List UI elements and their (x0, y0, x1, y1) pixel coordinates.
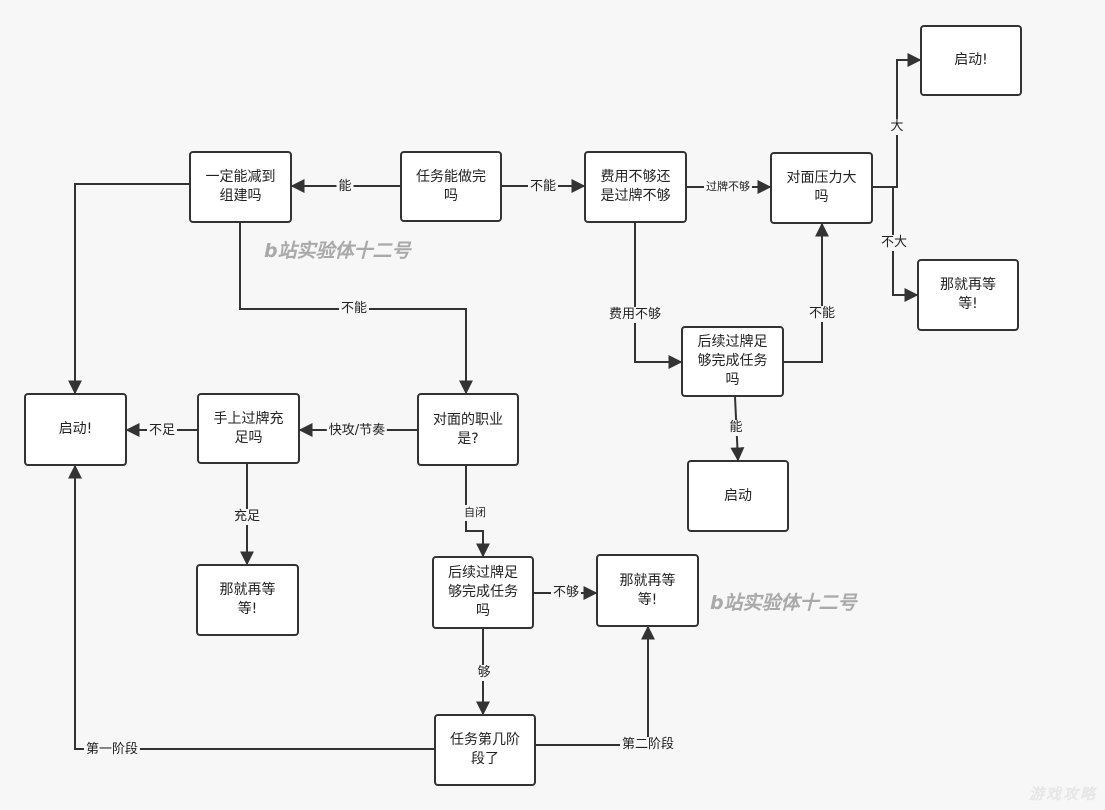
watermark-text-1: b站实验体十二号 (264, 240, 411, 262)
edge-label-not-enough-draw: 过牌不够 (704, 179, 752, 195)
edge-pressure-to-wait (892, 187, 919, 302)
edge-costcards-to-laterdraw (634, 223, 683, 369)
edge-label-big: 大 (888, 119, 906, 135)
edge-reduce-to-launchleft (68, 183, 189, 395)
node-wait-left: 那就再等 等! (196, 564, 299, 636)
edge-label-cannot-3: 不能 (338, 301, 370, 317)
edge-label-can: 能 (336, 179, 354, 195)
node-launch-top: 启动! (920, 25, 1022, 96)
edge-label-fast-tempo: 快攻/节奏 (326, 423, 388, 439)
edge-label-cannot-2: 不能 (806, 306, 838, 322)
corner-watermark-logo: 游戏攻略 (1028, 785, 1097, 803)
edge-label-stage-one: 第一阶段 (83, 742, 141, 758)
node-later-draw-center: 后续过牌足 够完成任务 吗 (432, 556, 534, 629)
edge-stage-to-launchleft (68, 464, 434, 750)
edge-stage-to-waitright (536, 625, 655, 746)
edge-label-not-enough-cost: 费用不够 (606, 307, 664, 323)
edge-label-insufficient: 不足 (146, 423, 178, 439)
node-cost-or-cards: 费用不够还 是过牌不够 (584, 151, 687, 223)
edge-label-autistic: 自闭 (462, 505, 488, 521)
node-later-draw-right: 后续过牌足 够完成任务 吗 (681, 326, 784, 397)
node-opp-pressure: 对面压力大 吗 (770, 152, 873, 224)
node-launch-mid-right: 启动 (687, 460, 789, 532)
node-task-finish: 任务能做完 吗 (400, 151, 502, 222)
node-wait-top-right: 那就再等 等! (917, 259, 1019, 331)
node-wait-center-right: 那就再等 等! (596, 554, 699, 627)
edge-label-stage-two: 第二阶段 (619, 737, 677, 753)
watermark-text-2: b站实验体十二号 (710, 592, 857, 614)
edge-label-cannot-1: 不能 (527, 179, 559, 195)
node-hand-draw-enough: 手上过牌充 足吗 (197, 393, 300, 464)
edge-label-not-enough: 不够 (550, 585, 582, 601)
edge-label-not-big: 不大 (878, 235, 910, 251)
edge-laterdraw-to-pressure (783, 222, 829, 363)
edge-oppclass-to-laterdraw (465, 466, 490, 558)
node-launch-left: 启动! (24, 393, 127, 466)
node-opp-class: 对面的职业 是? (417, 393, 519, 466)
node-task-stage: 任务第几阶 段了 (434, 714, 536, 786)
node-guaranteed-reduce: 一定能减到 组建吗 (189, 151, 292, 223)
edge-label-sufficient: 充足 (231, 509, 263, 525)
edge-label-enough: 够 (475, 665, 493, 681)
edge-label-can-2: 能 (727, 420, 745, 436)
